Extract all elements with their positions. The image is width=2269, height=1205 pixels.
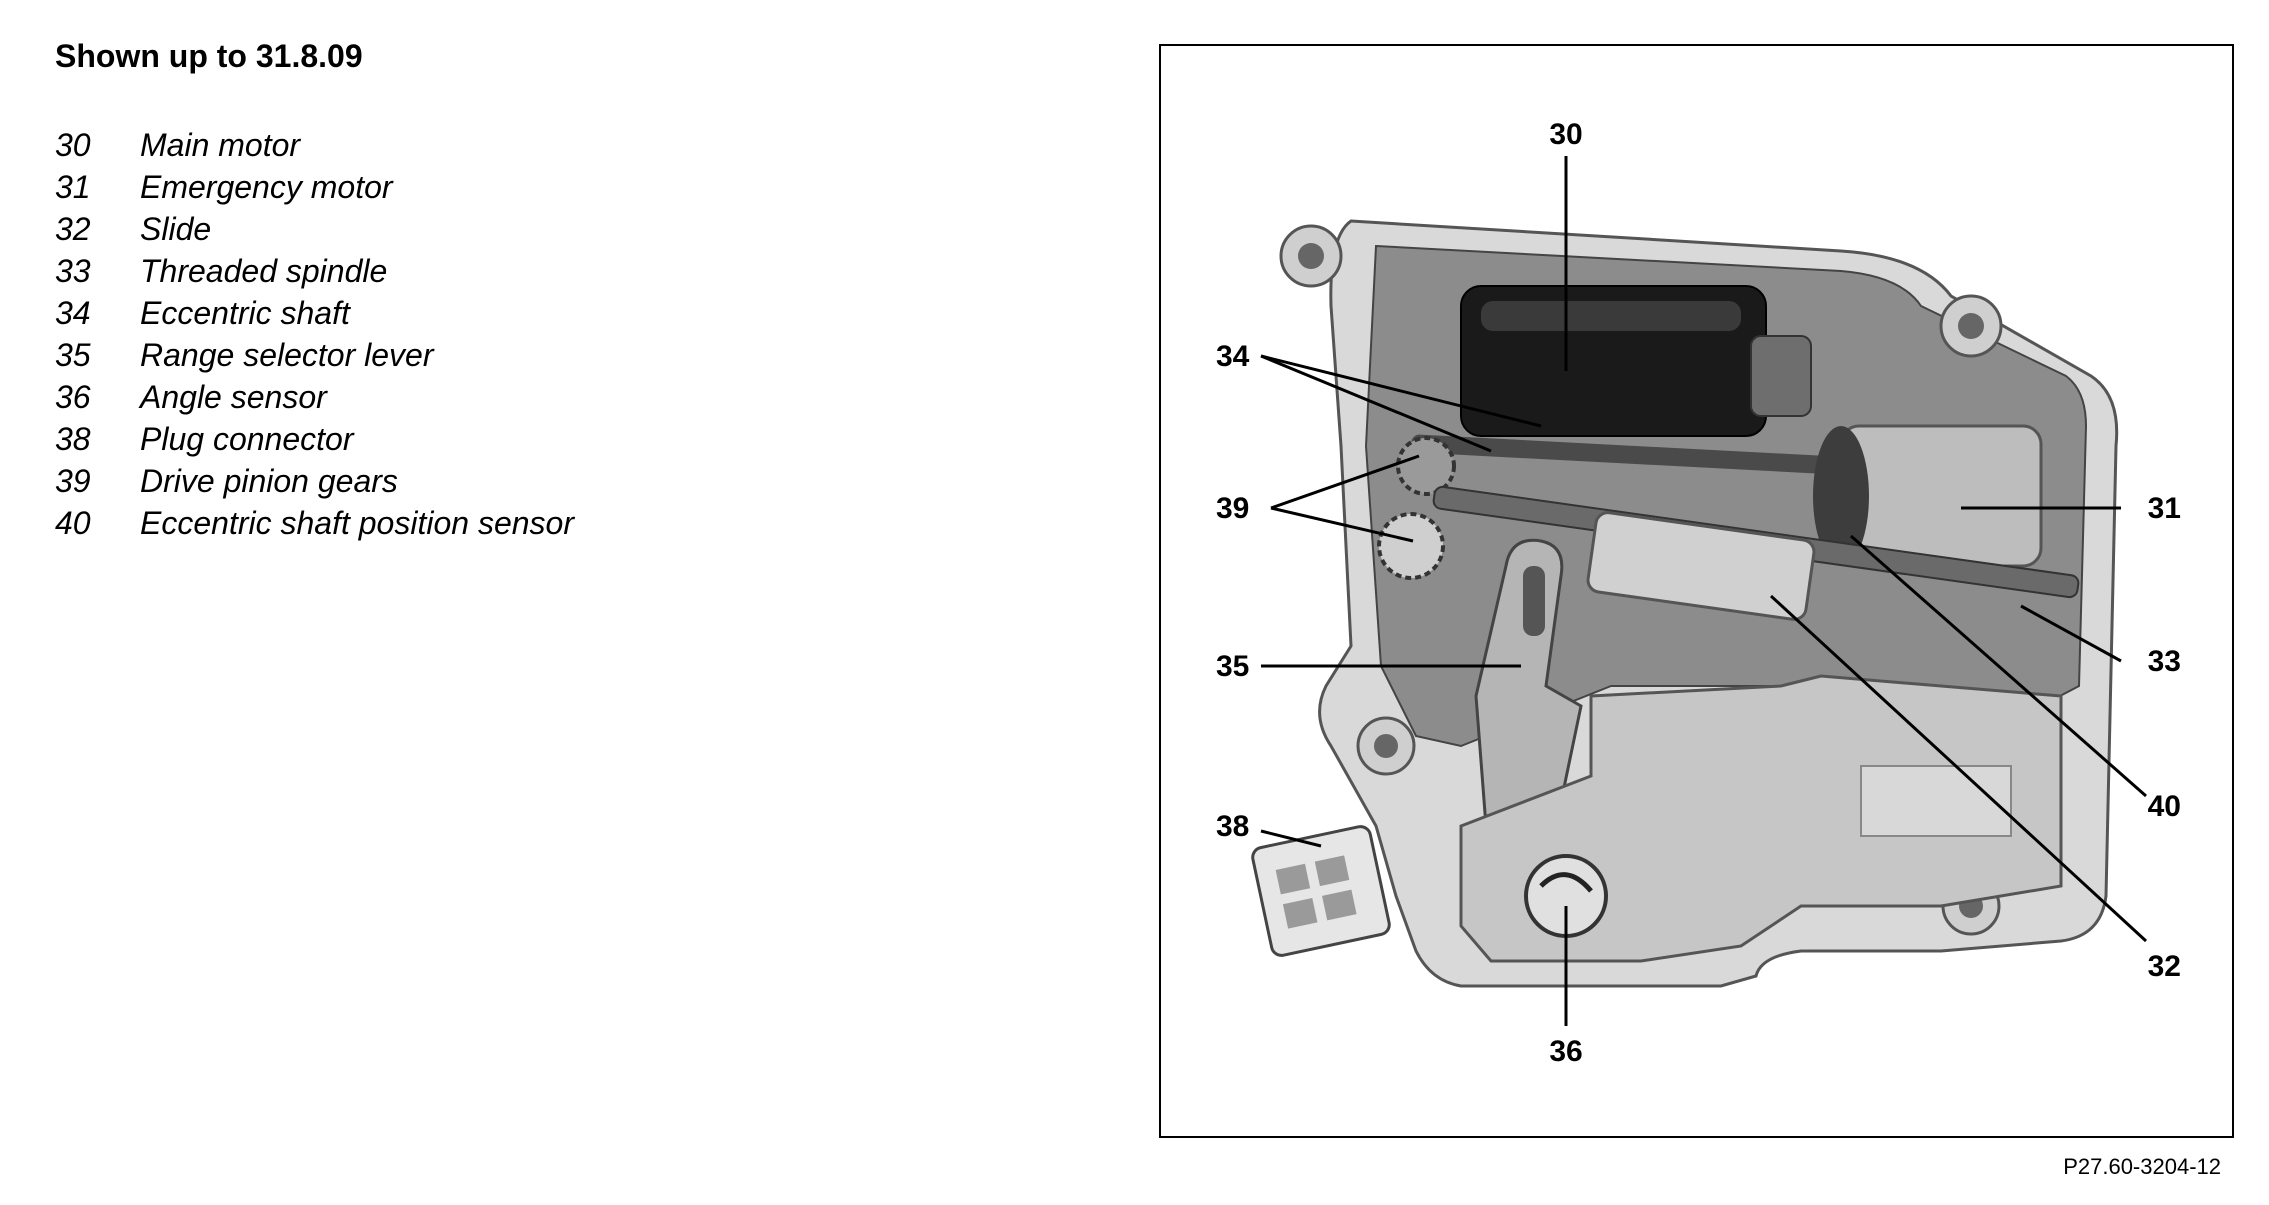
legend-label: Plug connector [140, 420, 354, 457]
legend-item: 40 Eccentric shaft position sensor [55, 502, 574, 544]
legend-item: 31 Emergency motor [55, 166, 574, 208]
legend-number: 39 [55, 462, 91, 499]
legend-label: Slide [140, 210, 212, 247]
legend-number: 40 [55, 504, 91, 541]
legend-number: 30 [55, 126, 91, 163]
mounting-boss-hole [1298, 243, 1324, 269]
legend-label: Range selector lever [140, 336, 434, 373]
leader-line-32 [1769, 594, 2148, 943]
callout-38: 38 [1216, 810, 1249, 843]
legend-label: Threaded spindle [140, 252, 388, 289]
emergency-motor-flange [1813, 426, 1869, 566]
callout-40: 40 [2148, 790, 2181, 823]
legend-item: 38 Plug connector [55, 418, 574, 460]
angle-sensor-arc [1539, 872, 1593, 893]
callout-39: 39 [1216, 492, 1249, 525]
emergency-motor [1839, 424, 2043, 568]
drive-pinion-gear [1377, 512, 1445, 580]
leader-line-39b [1270, 506, 1414, 543]
legend-label: Emergency motor [140, 168, 393, 205]
range-selector-lever [1474, 538, 1583, 828]
mounting-boss-hole [1958, 313, 1984, 339]
component-figure: 30 34 39 35 38 36 31 33 40 32 [1159, 44, 2234, 1138]
range-selector-slot [1523, 566, 1545, 636]
legend-number: 35 [55, 336, 91, 373]
callout-31: 31 [2148, 492, 2181, 525]
slide [1586, 511, 1816, 621]
reference-code: P27.60-3204-12 [2063, 1154, 2221, 1179]
legend-item: 32 Slide [55, 208, 574, 250]
drive-pinion-gear [1396, 436, 1456, 496]
mounting-boss-hole [1374, 734, 1398, 758]
leader-line-34b [1260, 354, 1542, 428]
circuit-chip [1860, 765, 2012, 837]
legend-item: 39 Drive pinion gears [55, 460, 574, 502]
main-motor-highlight [1481, 301, 1741, 331]
legend-label: Drive pinion gears [140, 462, 398, 499]
callout-35: 35 [1216, 650, 1249, 683]
plug-connector-pin [1282, 897, 1318, 929]
leader-line-39a [1270, 454, 1420, 510]
callout-36: 36 [1549, 1035, 1582, 1068]
legend-label: Angle sensor [140, 378, 327, 415]
callout-32: 32 [2148, 950, 2181, 983]
legend-number: 36 [55, 378, 91, 415]
callout-33: 33 [2148, 645, 2181, 678]
plug-connector-pin [1314, 855, 1350, 887]
page-heading: Shown up to 31.8.09 [55, 38, 363, 74]
plug-connector-pin [1275, 863, 1311, 895]
plug-connector [1251, 825, 1391, 957]
callout-30: 30 [1549, 118, 1582, 151]
legend-item: 35 Range selector lever [55, 334, 574, 376]
legend-item: 30 Main motor [55, 124, 574, 166]
main-motor-endcap [1750, 335, 1812, 417]
legend-number: 34 [55, 294, 91, 331]
legend-number: 31 [55, 168, 91, 205]
component-illustration: 30 34 39 35 38 36 31 33 40 32 [1216, 118, 2181, 1068]
leader-line-40 [1850, 534, 2147, 798]
plug-connector-pin [1322, 889, 1357, 921]
legend-item: 36 Angle sensor [55, 376, 574, 418]
legend-number: 38 [55, 420, 91, 457]
leader-line-38 [1260, 829, 1322, 848]
leader-line-33 [2020, 604, 2122, 663]
legend-number: 33 [55, 252, 91, 289]
legend-number: 32 [55, 210, 91, 247]
legend-label: Eccentric shaft position sensor [140, 504, 574, 541]
legend-item: 34 Eccentric shaft [55, 292, 574, 334]
legend-item: 33 Threaded spindle [55, 250, 574, 292]
legend-label: Eccentric shaft [140, 294, 350, 331]
eccentric-shaft [1411, 434, 1861, 476]
leader-line-34 [1260, 354, 1492, 453]
legend-label: Main motor [140, 126, 301, 163]
parts-legend: 30 Main motor 31 Emergency motor 32 Slide 3… [55, 124, 574, 544]
callout-34: 34 [1216, 340, 1250, 373]
